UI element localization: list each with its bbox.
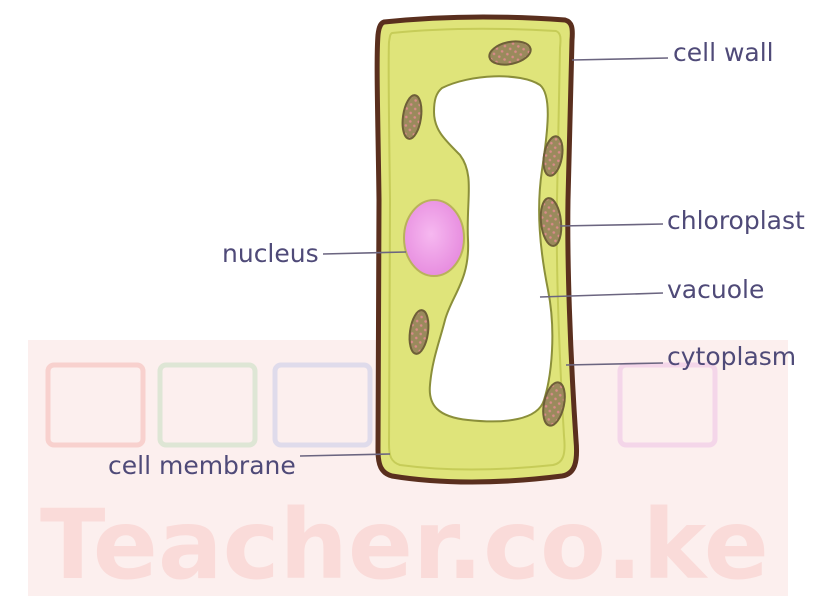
label-cytoplasm: cytoplasm (667, 342, 796, 371)
label-cell-membrane: cell membrane (108, 451, 296, 480)
label-cell-wall: cell wall (673, 38, 774, 67)
label-chloroplast: chloroplast (667, 206, 805, 235)
leader-line-chloroplast (560, 224, 663, 226)
watermark-text: Teacher.co.ke (40, 489, 769, 596)
label-nucleus: nucleus (222, 239, 319, 268)
leader-line-cell-wall (572, 58, 668, 60)
nucleus (404, 200, 464, 276)
label-vacuole: vacuole (667, 275, 764, 304)
